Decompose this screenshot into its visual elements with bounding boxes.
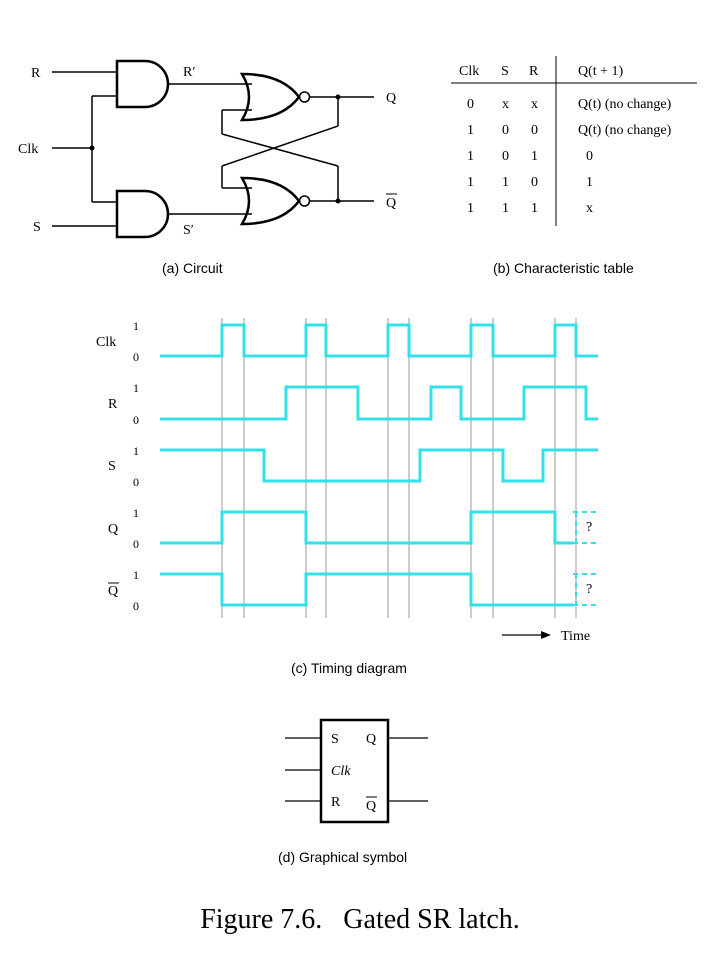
table-row: 1 1 0 1: [467, 175, 593, 190]
circuit-junction-dots: [89, 94, 341, 204]
clk-waveform: [160, 323, 598, 358]
qbar-unknown-mark: ?: [586, 582, 592, 597]
top-nor-bubble: [298, 91, 311, 103]
circuit-diagram: [52, 59, 374, 239]
qbar-feedback-cross: [221, 133, 339, 167]
symbol-qbar-label: Q: [366, 799, 376, 814]
clk-junction-dot: [89, 145, 95, 151]
cell-r: 0: [531, 123, 538, 138]
qbar-waveform: [160, 572, 573, 607]
qbar-high-label: 1: [133, 568, 139, 582]
header-clk: Clk: [459, 64, 479, 79]
cell-r: 0: [531, 175, 538, 190]
timing-level-labels: 1 0 1 0 1 0 1 0 1 0: [133, 319, 139, 613]
top-and-gate: [115, 59, 170, 109]
s-high-label: 1: [133, 444, 139, 458]
time-arrow-head: [541, 631, 551, 639]
time-axis-label: Time: [561, 629, 590, 644]
unknown-waveform-segments: [573, 511, 598, 606]
timing-gridlines: [221, 318, 577, 618]
cell-r: 1: [531, 201, 538, 216]
cell-clk: 1: [467, 175, 474, 190]
cell-clk: 0: [467, 97, 474, 112]
qbar-low-label: 0: [133, 599, 139, 613]
circuit-labels: R Clk S R′ S′ Q Q: [18, 65, 396, 238]
top-nor-gate: [239, 72, 301, 122]
cell-r: x: [531, 97, 538, 112]
cell-q-next: x: [586, 201, 593, 216]
timing-signal-names: Clk R S Q Q: [96, 335, 118, 599]
cell-q-next: Q(t) (no change): [578, 97, 672, 112]
s-input-label: S: [33, 220, 41, 235]
header-s: S: [501, 64, 509, 79]
s-prime-label: S′: [183, 223, 194, 238]
cell-clk: 1: [467, 149, 474, 164]
cell-q-next: 1: [586, 175, 593, 190]
clk-signal-label: Clk: [96, 335, 116, 350]
clk-high-label: 1: [133, 319, 139, 333]
symbol-pin-labels: S Q Clk R Q: [331, 732, 376, 814]
cell-clk: 1: [467, 123, 474, 138]
symbol-clk-label: Clk: [331, 764, 351, 779]
table-caption: (b) Characteristic table: [493, 260, 634, 276]
r-prime-label: R′: [183, 65, 195, 80]
s-signal-label: S: [108, 459, 116, 474]
header-q-next: Q(t + 1): [578, 64, 624, 79]
cell-s: 1: [502, 175, 509, 190]
cell-s: x: [502, 97, 509, 112]
q-output-label: Q: [386, 91, 396, 106]
table-row: 1 0 0 Q(t) (no change): [467, 123, 672, 138]
cell-r: 1: [531, 149, 538, 164]
s-waveform: [160, 448, 598, 483]
table-row: 0 x x Q(t) (no change): [467, 97, 672, 112]
symbol-s-label: S: [331, 732, 339, 747]
q-feedback-cross: [221, 125, 339, 167]
cell-clk: 1: [467, 201, 474, 216]
cell-s: 0: [502, 149, 509, 164]
cell-s: 1: [502, 201, 509, 216]
r-signal-label: R: [108, 397, 118, 412]
cell-q-next: Q(t) (no change): [578, 123, 672, 138]
table-row: 1 1 1 x: [467, 201, 593, 216]
qbar-junction-dot: [335, 198, 341, 204]
bottom-nor-bubble: [298, 195, 311, 207]
r-high-label: 1: [133, 381, 139, 395]
timing-caption: (c) Timing diagram: [291, 660, 407, 676]
qbar-signal-label: Q: [108, 584, 118, 599]
latch-symbol-box: [319, 718, 390, 824]
timing-diagram: Clk R S Q Q 1 0 1 0 1 0 1 0 1 0 ? ? Time: [96, 318, 598, 644]
s-low-label: 0: [133, 475, 139, 489]
r-low-label: 0: [133, 413, 139, 427]
characteristic-table: Clk S R Q(t + 1) 0 x x Q(t) (no change) …: [451, 56, 697, 226]
r-input-label: R: [31, 66, 41, 81]
circuit-caption: (a) Circuit: [162, 260, 223, 276]
symbol-caption: (d) Graphical symbol: [278, 849, 407, 865]
clk-input-label: Clk: [18, 142, 38, 157]
waveforms: [160, 323, 598, 607]
header-r: R: [529, 64, 539, 79]
cell-q-next: 0: [586, 149, 593, 164]
r-waveform: [160, 385, 598, 421]
symbol-r-label: R: [331, 795, 341, 810]
table-row: 1 0 1 0: [467, 149, 593, 164]
cell-s: 0: [502, 123, 509, 138]
q-unknown-mark: ?: [586, 520, 592, 535]
q-signal-label: Q: [108, 522, 118, 537]
graphical-symbol: S Q Clk R Q: [285, 718, 428, 824]
clk-low-label: 0: [133, 350, 139, 364]
bottom-and-gate: [115, 189, 170, 239]
table-header: Clk S R Q(t + 1): [459, 64, 624, 79]
q-high-label: 1: [133, 506, 139, 520]
figure-title: Figure 7.6. Gated SR latch.: [200, 904, 520, 935]
symbol-q-label: Q: [366, 732, 376, 747]
qbar-output-label: Q: [386, 196, 396, 211]
q-junction-dot: [335, 94, 341, 100]
symbol-pins: [285, 737, 428, 802]
q-waveform: [160, 510, 573, 545]
bottom-nor-gate: [239, 176, 301, 226]
q-low-label: 0: [133, 537, 139, 551]
